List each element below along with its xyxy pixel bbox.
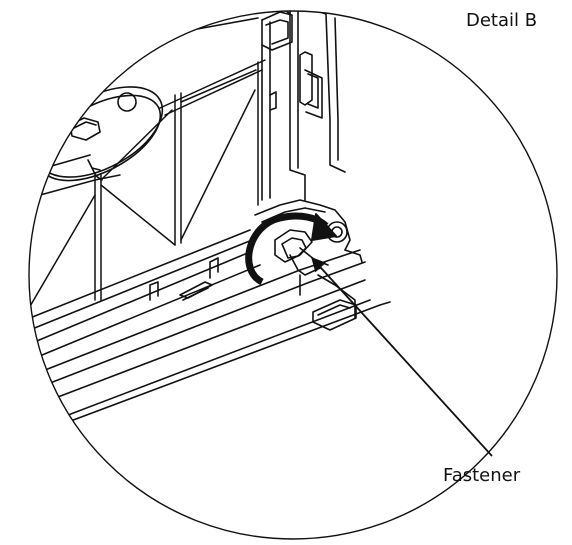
rib-grid [29, 59, 266, 321]
rotation-arrow [245, 212, 337, 286]
frame-outline [29, 11, 261, 176]
fastener-label: Fastener [443, 465, 521, 486]
rear-panel [254, 11, 346, 201]
detail-title: Detail B [466, 10, 538, 31]
detail-circle [28, 10, 558, 540]
bottom-rail [29, 229, 391, 426]
fastener-leader-line [311, 256, 493, 457]
